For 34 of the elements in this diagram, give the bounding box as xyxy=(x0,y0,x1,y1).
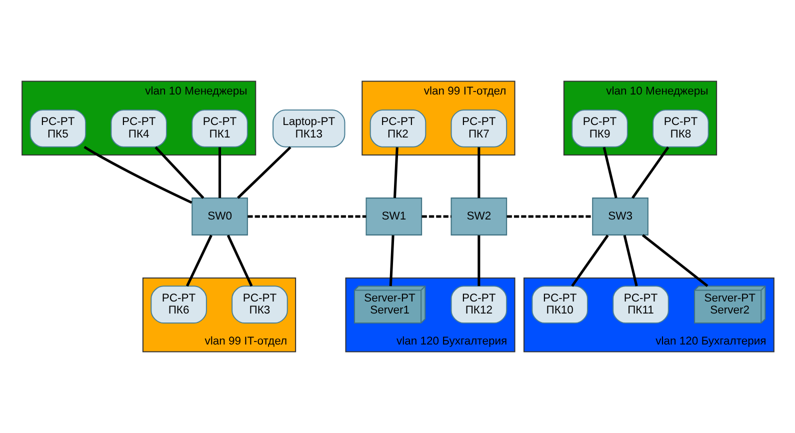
connector xyxy=(388,235,394,286)
node-box: PC-PT ПК1 xyxy=(191,109,248,148)
node-box: PC-PT ПК11 xyxy=(612,286,668,324)
node-box: PC-PT ПК3 xyxy=(231,286,288,324)
node-box: PC-PT ПК8 xyxy=(652,109,708,148)
node-box: PC-PT ПК6 xyxy=(150,286,206,324)
connector xyxy=(477,235,480,286)
connector xyxy=(570,234,608,287)
connector xyxy=(185,234,212,287)
connector xyxy=(421,215,451,218)
node-box: SW2 xyxy=(450,198,507,236)
node-box: PC-PT ПК4 xyxy=(110,109,167,148)
connector xyxy=(392,147,398,198)
node-box: PC-PT ПК5 xyxy=(29,109,86,148)
node-box: SW0 xyxy=(191,198,248,236)
node-box: SW1 xyxy=(365,198,422,236)
node-box: Laptop-PT ПК13 xyxy=(272,109,345,148)
connector xyxy=(477,147,480,198)
connector xyxy=(154,146,204,199)
node-box: SW3 xyxy=(592,198,648,236)
connector xyxy=(622,235,638,286)
connector xyxy=(631,146,669,199)
node-box: PC-PT ПК2 xyxy=(369,109,426,148)
node-box: PC-PT ПК9 xyxy=(571,109,628,148)
connector xyxy=(602,146,617,198)
connector xyxy=(641,234,708,287)
connector xyxy=(226,234,252,287)
node-box: PC-PT ПК10 xyxy=(531,286,588,324)
connector xyxy=(236,146,291,199)
node-box: PC-PT ПК12 xyxy=(450,286,507,324)
connector xyxy=(218,147,221,198)
connector xyxy=(506,215,592,218)
connector xyxy=(247,215,366,218)
node-box: PC-PT ПК7 xyxy=(450,109,507,148)
